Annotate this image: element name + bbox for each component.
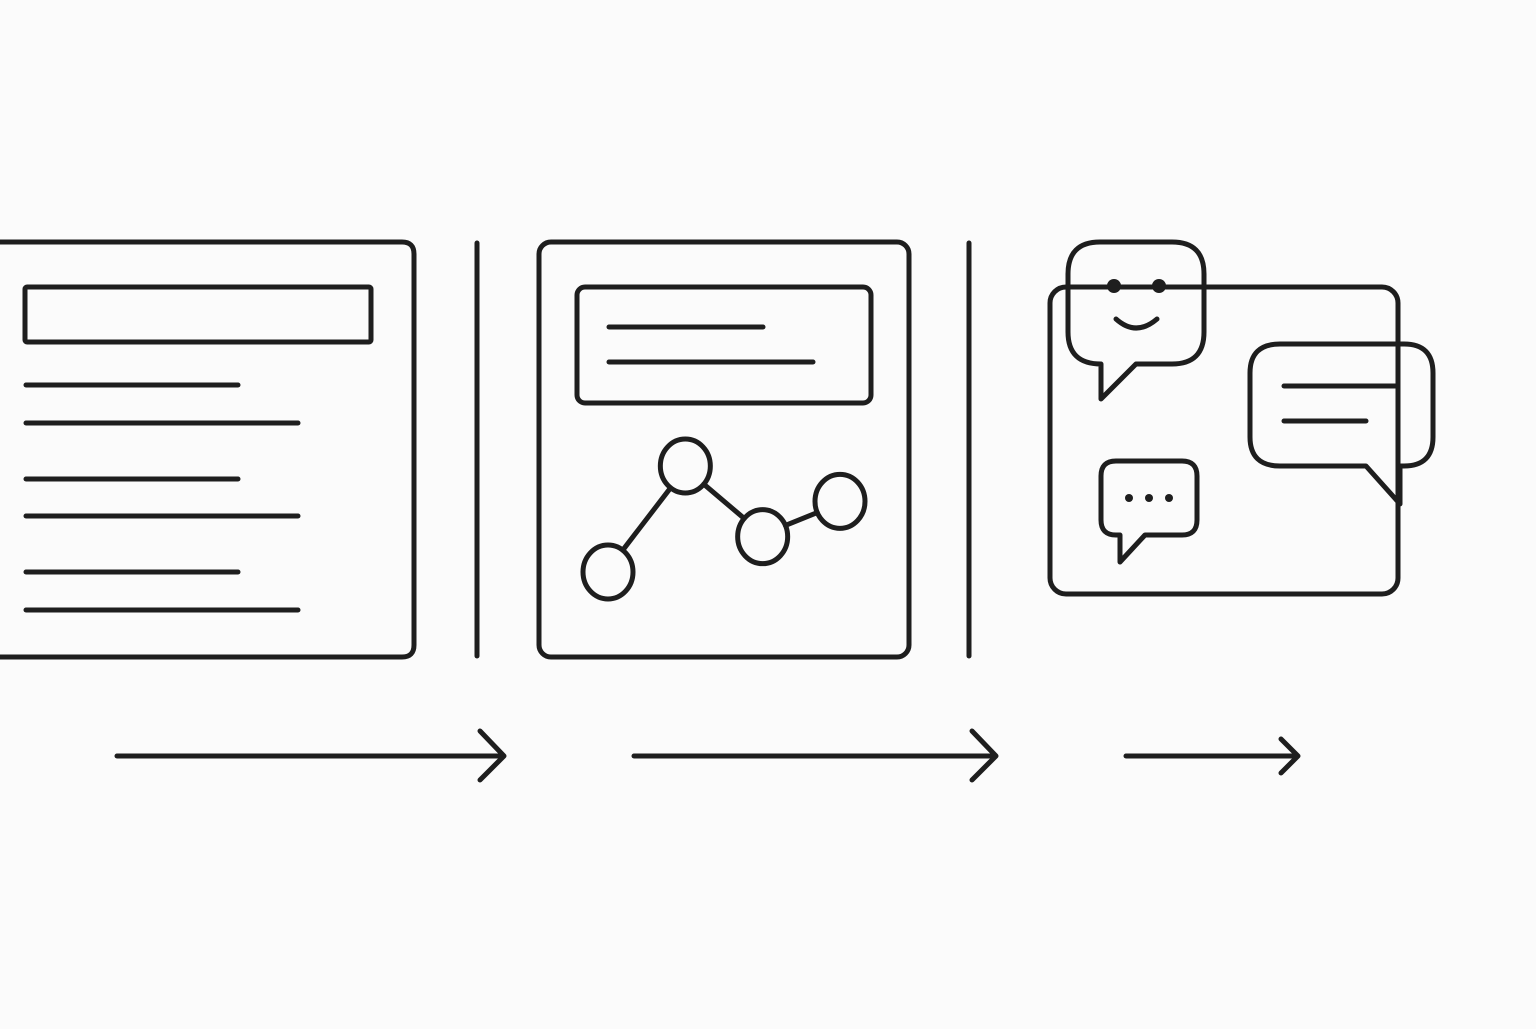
arrow-head [1278, 736, 1301, 776]
speech-bubble-outline [1098, 458, 1200, 565]
typing-speech-bubble-icon [1098, 458, 1200, 565]
ellipsis-dot [1125, 494, 1133, 502]
document-frame [0, 239, 417, 660]
smiley-mouth-icon [1113, 316, 1160, 331]
chat-window-frame [1047, 284, 1401, 597]
arrow-right-icon [114, 728, 507, 783]
chart-header-box [574, 284, 874, 406]
smiley-eye-icon [1152, 279, 1166, 293]
smiley-eye-icon [1107, 279, 1121, 293]
chart-frame [536, 239, 912, 660]
chart-data-point [657, 436, 713, 496]
ellipsis-dot [1165, 494, 1173, 502]
chart-data-point [735, 507, 791, 567]
document-text-lines [23, 382, 301, 613]
arrow-right-icon [631, 728, 999, 783]
chart-line-segment [782, 510, 820, 528]
chart-line-segment [620, 485, 674, 553]
chart-data-point [580, 542, 636, 602]
arrow-head [477, 728, 507, 783]
flow-arrows [114, 728, 1301, 783]
chart-data-point [812, 471, 868, 531]
arrow-right-icon [1123, 736, 1301, 776]
chart-line-segment [701, 481, 747, 521]
chat-panel [1047, 239, 1436, 597]
document-panel [0, 239, 417, 660]
text-speech-bubble-icon [1247, 341, 1436, 507]
speech-bubble-outline [1065, 239, 1207, 402]
arrow-head [969, 728, 999, 783]
document-title-bar [22, 284, 374, 345]
smiley-speech-bubble-icon [1065, 239, 1207, 402]
ellipsis-dot [1145, 494, 1153, 502]
line-chart-icon [580, 436, 868, 602]
speech-bubble-outline [1247, 341, 1436, 507]
chart-panel [536, 239, 912, 660]
